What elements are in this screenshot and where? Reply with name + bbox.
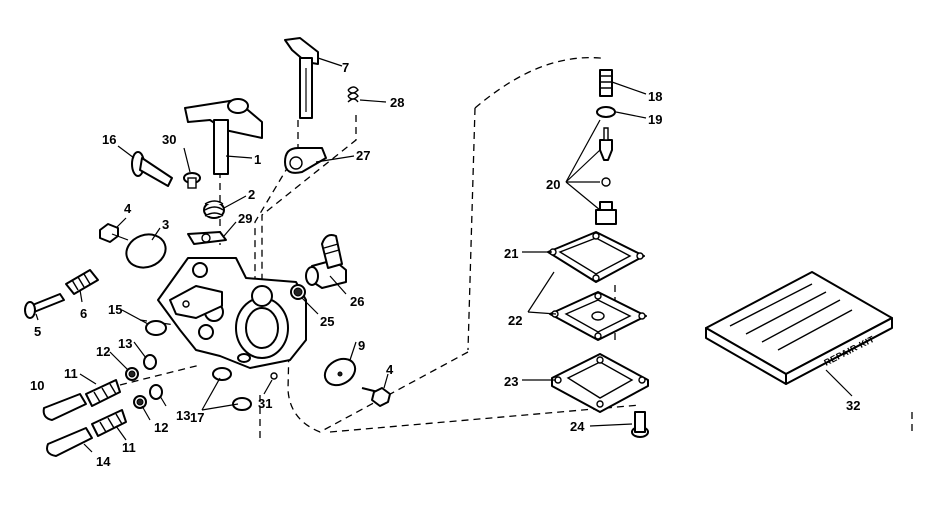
leader-lines	[35, 57, 853, 453]
screw-part-24	[631, 411, 649, 438]
part-labels: 7 28 1 27 16 30 2 29 4 3 5 6 15 26 25 9 …	[30, 60, 860, 469]
o-ring-part-13-lower	[149, 384, 163, 400]
label-part-26: 26	[350, 294, 364, 309]
spring-part-18	[599, 69, 613, 97]
label-part-6: 6	[80, 306, 87, 321]
label-part-13-lower: 13	[176, 408, 190, 423]
fitting-part-26	[305, 234, 347, 289]
spring-part-6	[65, 269, 99, 295]
washer-part-19	[596, 106, 616, 118]
throttle-plate-part-3	[125, 233, 167, 269]
o-ring-part-13-upper	[143, 354, 157, 370]
spring-part-2	[203, 200, 225, 219]
label-part-18: 18	[648, 89, 662, 104]
clip-part-27	[284, 147, 327, 174]
label-part-28: 28	[390, 95, 404, 110]
label-part-12-lower: 12	[154, 420, 168, 435]
gasket-part-21	[547, 231, 645, 283]
label-part-23: 23	[504, 374, 518, 389]
choke-lever-bracket	[184, 98, 263, 175]
label-part-4-lower: 4	[386, 362, 394, 377]
label-part-11-lower: 11	[122, 440, 136, 455]
ball-part-31	[270, 372, 278, 380]
label-part-27: 27	[356, 148, 370, 163]
label-part-15: 15	[108, 302, 122, 317]
label-part-20: 20	[546, 177, 560, 192]
label-part-2: 2	[248, 187, 255, 202]
label-part-19: 19	[648, 112, 662, 127]
choke-plate-part-9	[323, 357, 357, 387]
washer-part-29	[187, 231, 227, 245]
throttle-shaft	[284, 37, 319, 119]
label-part-9: 9	[358, 338, 365, 353]
cover-part-23	[551, 353, 649, 413]
label-part-32: 32	[846, 398, 860, 413]
carburetor-body	[157, 257, 307, 369]
seal-part-25	[290, 284, 306, 300]
label-part-7: 7	[342, 60, 349, 75]
needle-part-10	[42, 379, 121, 421]
screw-part-4-lower	[361, 387, 391, 407]
label-part-25: 25	[320, 314, 334, 329]
spring-part-28	[347, 86, 359, 103]
label-part-30: 30	[162, 132, 176, 147]
needle-part-14	[46, 409, 127, 457]
small-parts	[125, 354, 278, 411]
plug-part-16	[131, 151, 173, 187]
label-part-31: 31	[258, 396, 272, 411]
needle-valve-part-20	[595, 127, 617, 225]
label-part-14: 14	[96, 454, 111, 469]
label-part-24: 24	[570, 419, 585, 434]
label-part-22: 22	[508, 313, 522, 328]
label-part-17: 17	[190, 410, 204, 425]
label-part-4-upper: 4	[124, 201, 132, 216]
screw-part-5	[24, 293, 65, 319]
screw-part-30	[183, 172, 201, 189]
screw-part-4-upper	[99, 223, 129, 243]
diaphragm-part-22	[549, 291, 647, 341]
label-part-1: 1	[254, 152, 261, 167]
label-part-10: 10	[30, 378, 44, 393]
label-part-29: 29	[238, 211, 252, 226]
label-part-21: 21	[504, 246, 518, 261]
plug-part-15	[145, 320, 167, 336]
label-part-13-upper: 13	[118, 336, 132, 351]
label-part-11-upper: 11	[64, 366, 78, 381]
label-part-3: 3	[162, 217, 169, 232]
label-part-5: 5	[34, 324, 41, 339]
label-part-12-upper: 12	[96, 344, 110, 359]
repair-kit-box: REPAIR KIT	[705, 271, 893, 385]
plug-part-17-lower	[232, 397, 252, 411]
label-part-16: 16	[102, 132, 116, 147]
plug-part-17-upper	[212, 367, 232, 381]
